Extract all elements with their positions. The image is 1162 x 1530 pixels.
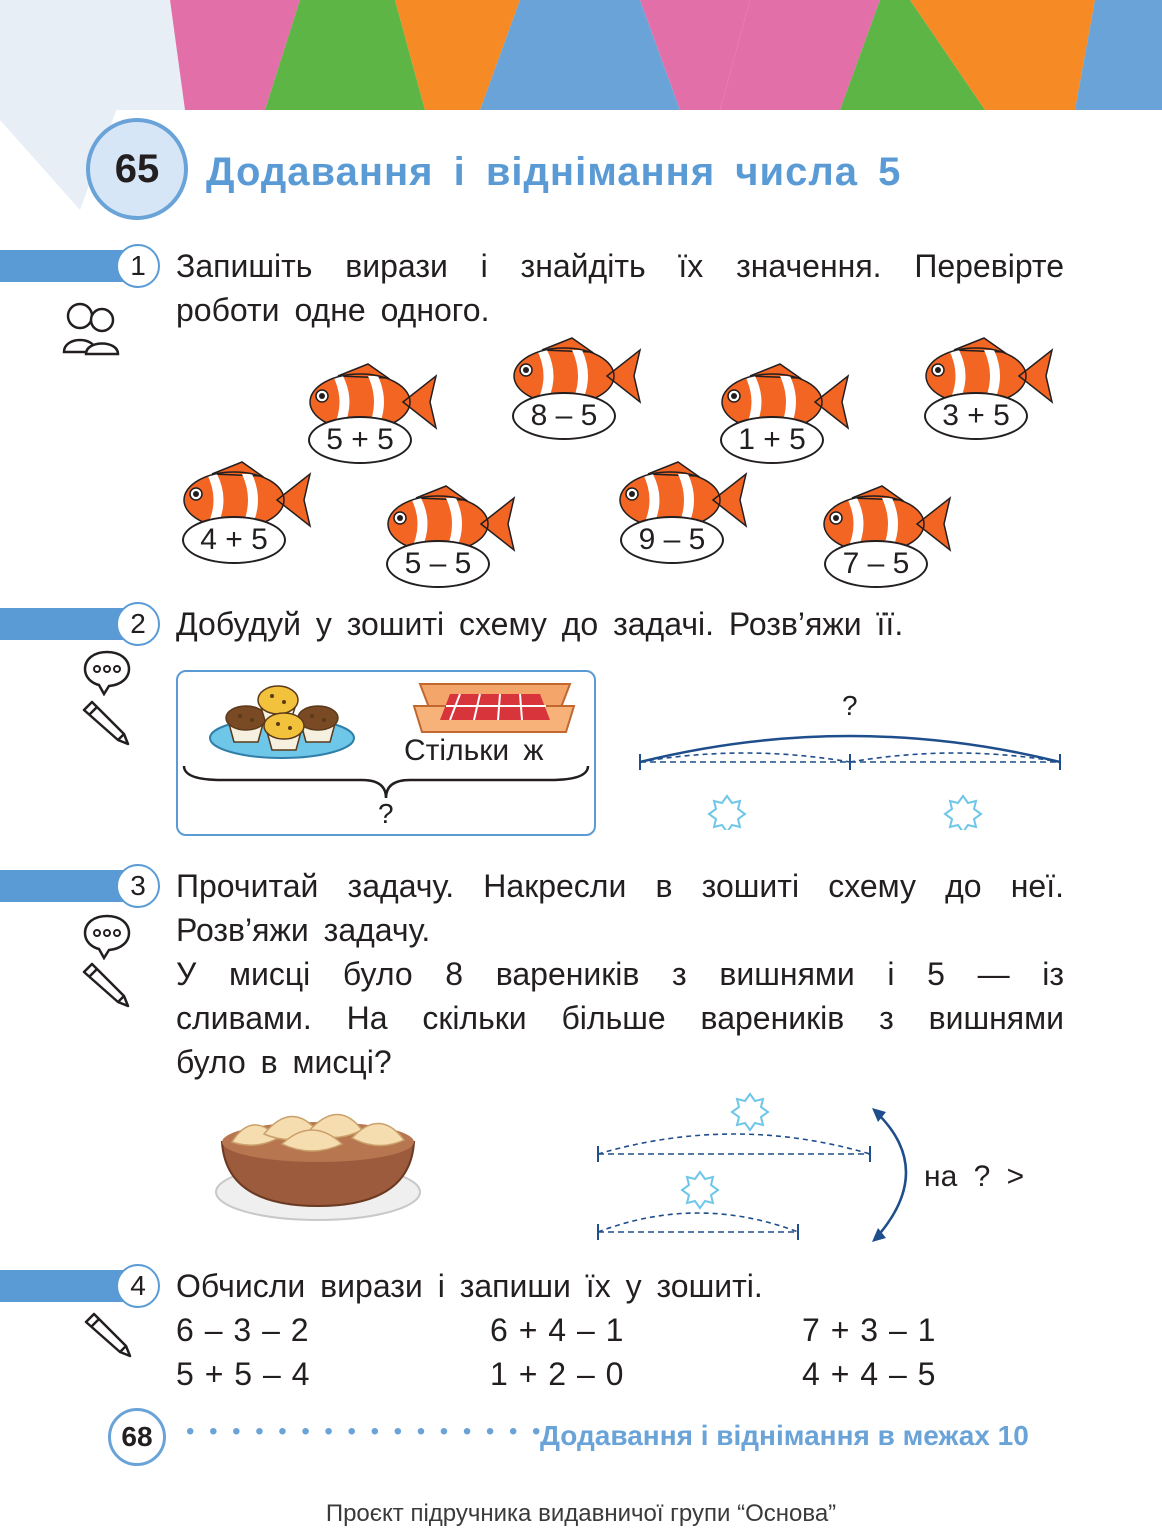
same-amount-label: Стільки ж [404,734,544,767]
pencil-icon [82,700,130,746]
comparison-scheme [597,1092,908,1242]
expression: 4 + 4 – 5 [802,1356,936,1392]
task-2-number: 2 [116,602,160,646]
comparison-label: на ? > [924,1160,1025,1193]
scheme-question-mark: ? [842,690,858,721]
fish-expression: 9 – 5 [620,516,724,564]
dumplings-bowl-icon [215,1113,421,1221]
task-3-number: 3 [116,864,160,908]
fish-expression: 5 – 5 [386,540,490,588]
task-1-line-2: роботи одне одного. [176,292,490,328]
task-3-line-2: Розв’яжи задачу. [176,912,431,948]
fish-expression: 1 + 5 [720,416,824,464]
segment-scheme [639,734,1061,830]
page-number: 68 [108,1408,166,1466]
fish-expression: 4 + 5 [182,516,286,564]
speech-bubble-icon [83,650,131,696]
speech-bubble-icon [83,914,131,960]
expression: 1 + 2 – 0 [490,1356,624,1392]
task-3-line-3: У мисці було 8 вареників з вишнями і 5 —… [176,956,1064,992]
task-1-number: 1 [116,244,160,288]
pair-work-icon [62,302,120,356]
task-1-line-1: Запишіть вирази і знайдіть їх значення. … [176,248,1064,284]
header-banner [0,0,1162,110]
task-3-line-5: було в мисці? [176,1044,392,1080]
pencil-icon [84,1312,132,1358]
footer-dots: • • • • • • • • • • • • • • • • [186,1418,545,1445]
expression: 6 – 3 – 2 [176,1312,309,1348]
curly-brace [182,765,590,799]
fish-expression: 8 – 5 [512,392,616,440]
cupcake-plate-icon [209,685,355,759]
section-title: Додавання і віднімання в межах 10 [540,1420,1029,1451]
fish-expression: 3 + 5 [924,392,1028,440]
basket-icon [412,683,576,733]
box-question-mark: ? [378,798,394,829]
publisher-note: Проєкт підручника видавничої групи “Осно… [325,1500,837,1527]
expression: 5 + 5 – 4 [176,1356,310,1392]
expression: 7 + 3 – 1 [802,1312,936,1348]
lesson-number: 65 [86,118,188,220]
fish-expression: 5 + 5 [308,416,412,464]
lesson-title: Додавання і віднімання числа 5 [206,150,902,194]
fish-expression: 7 – 5 [824,540,928,588]
expression: 6 + 4 – 1 [490,1312,624,1348]
pencil-icon [82,962,130,1008]
task-2-text: Добудуй у зошиті схему до задачі. Розв’я… [176,606,904,642]
task-4-text: Обчисли вирази і запиши їх у зошиті. [176,1268,763,1304]
task-4-number: 4 [116,1264,160,1308]
task-3-line-4: сливами. На скільки більше вареників з в… [176,1000,1064,1036]
task-3-line-1: Прочитай задачу. Накресли в зошиті схему… [176,868,1064,904]
task-2-picture-box [176,670,596,836]
